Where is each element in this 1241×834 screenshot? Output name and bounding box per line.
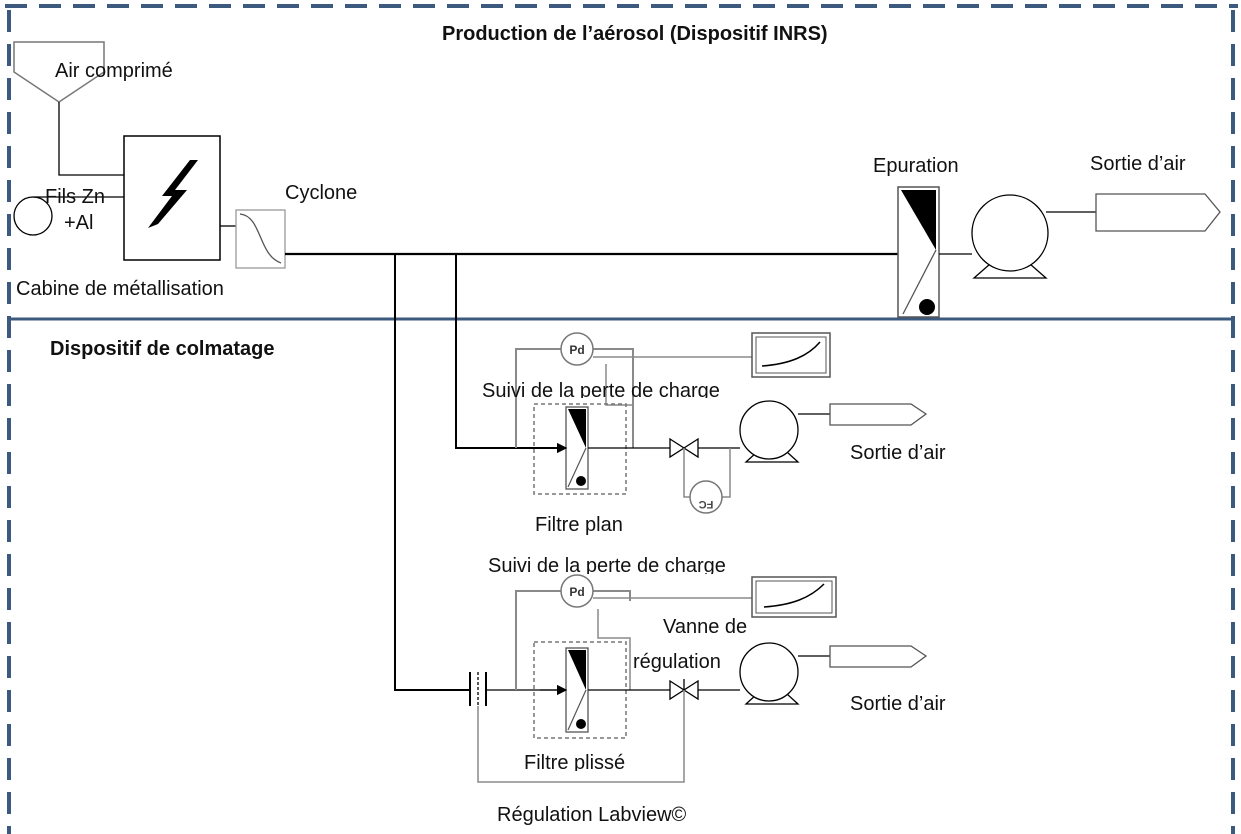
flat-pressure-right-tap [593, 348, 634, 448]
flat-filter-branch: Pd FC [515, 332, 928, 514]
pleated-pd-label: Pd [569, 585, 584, 599]
pleated-fan-icon [739, 642, 799, 702]
flat-fc-controller [689, 480, 723, 514]
purification-filter-dark-wedge [901, 190, 936, 250]
pleated-pressure-right-tap [593, 590, 631, 601]
colmatage-section-title: Dispositif de colmatage [50, 338, 275, 360]
cyclone-box [235, 209, 286, 269]
cyclone-curve [239, 213, 282, 264]
compressed-air-source [13, 41, 124, 176]
air-outlet-mid-arrow [829, 403, 928, 426]
flat-filter-label: Filtre plan [535, 514, 623, 536]
air-outlet-bottom-label: Sortie d’air [850, 693, 946, 715]
cyclone-unit [235, 209, 286, 269]
flat-fc-label: FC [699, 498, 714, 510]
main-fan [971, 194, 1096, 279]
pleated-pd-gauge [560, 574, 594, 608]
air-outlet-top-label: Sortie d’air [1090, 153, 1186, 175]
pleated-filter-dot [576, 719, 586, 729]
regulation-valve-icon-right [682, 679, 699, 701]
pressure-monitor-1-label: Suivi de la perte de charge [482, 380, 720, 398]
flat-recorder-inner [755, 336, 827, 374]
production-section-title: Production de l’aérosol (Dispositif INRS… [442, 23, 828, 45]
flat-fc-loop-right [722, 448, 731, 498]
labview-regulation-loop [477, 690, 685, 783]
flat-filter-wedge [568, 409, 586, 448]
labview-regulation-label: Régulation Labview© [497, 804, 687, 826]
main-fan-icon [971, 194, 1049, 272]
regulation-valve-label-line2: régulation [633, 651, 721, 673]
wire-label-line2: +Al [64, 212, 94, 234]
pleated-recorder-inner [755, 580, 833, 614]
compressed-air-hopper [13, 41, 105, 103]
pleated-filter-branch: Pd [469, 574, 928, 783]
flat-valve-icon-right [682, 437, 699, 459]
pleated-recorder-trend [763, 583, 825, 608]
wire-label-line1: Fils Zn [45, 186, 105, 208]
cyclone-label: Cyclone [285, 182, 358, 204]
pleated-filter-label: Filtre plissé [524, 752, 626, 771]
air-supply-line [58, 102, 124, 176]
branch-lines [394, 254, 566, 691]
flat-pressure-left-tap [515, 348, 561, 448]
metallization-cabin [13, 135, 236, 261]
air-outlet-top-arrow [1095, 193, 1221, 232]
compressed-air-label: Air comprimé [55, 60, 173, 82]
pleated-pressure-left-tap [515, 590, 561, 690]
pleated-signal-line-2 [597, 609, 631, 690]
pressure-monitor-2-label: Suivi de la perte de charge [488, 555, 726, 574]
flat-signal-line-2 [605, 364, 633, 406]
flat-pd-gauge [560, 332, 594, 366]
flat-recorder-trend [761, 341, 821, 367]
flat-fan-icon [739, 400, 799, 460]
flat-valve-icon [669, 437, 686, 459]
air-outlet-mid-label: Sortie d’air [850, 442, 946, 464]
regulation-valve-icon [669, 679, 686, 701]
purification-filter-diagonal [902, 249, 937, 315]
purification-label: Epuration [873, 155, 959, 177]
flat-pd-label: Pd [569, 343, 584, 357]
section-frames [5, 4, 1238, 834]
pleated-filter-diagonal [567, 689, 587, 731]
air-outlet-bottom-arrow [829, 645, 928, 668]
lightning-bolt-icon [148, 160, 198, 228]
pleated-filter-wedge [568, 650, 586, 690]
branch-to-flat-line [455, 254, 566, 449]
flat-filter-diagonal [567, 447, 587, 488]
flat-filter-housing [533, 403, 627, 495]
flat-fc-loop [683, 448, 690, 498]
purification-filter-dot [919, 299, 935, 315]
branch-to-pleated-line [394, 254, 470, 691]
regulation-valve-label-line1: Vanne de [663, 616, 748, 638]
flat-filter-dot [576, 476, 586, 486]
metallization-cabin-label: Cabine de métallisation [16, 278, 224, 300]
purification-filter [897, 186, 940, 318]
